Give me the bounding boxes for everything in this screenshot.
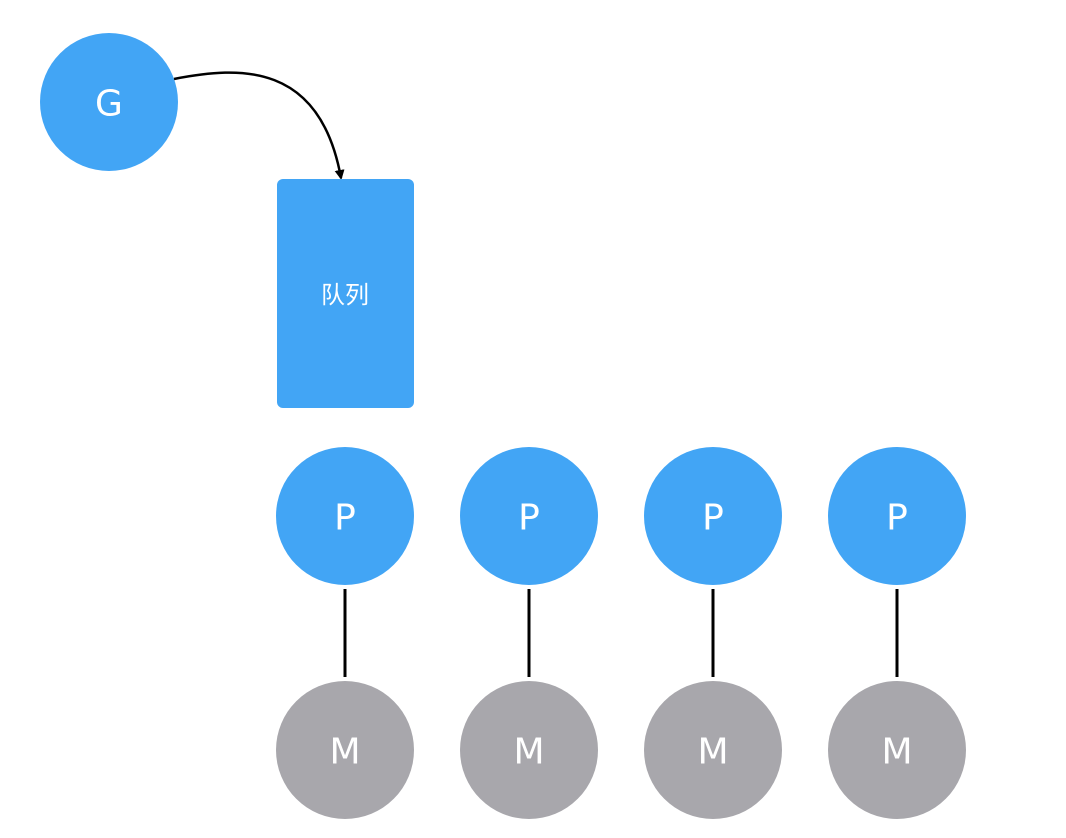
enqueue-arrow	[173, 71, 345, 180]
processor-label: P	[334, 498, 356, 539]
processor-node	[276, 447, 414, 585]
processor-node	[644, 447, 782, 585]
goroutine-label: G	[95, 84, 123, 125]
queue-label: 队列	[321, 281, 369, 309]
processor-node	[460, 447, 598, 585]
processor-label: P	[518, 498, 540, 539]
machine-label: M	[881, 732, 912, 773]
machine-node	[460, 681, 598, 819]
machine-node	[644, 681, 782, 819]
goroutine-node: G	[40, 33, 178, 171]
p-m-pair: P M	[828, 447, 966, 819]
processor-label: P	[702, 498, 724, 539]
machine-label: M	[329, 732, 360, 773]
p-m-pair: P M	[460, 447, 598, 819]
p-m-pair: P M	[644, 447, 782, 819]
processor-node	[828, 447, 966, 585]
queue-box: 队列	[277, 179, 414, 408]
machine-label: M	[697, 732, 728, 773]
machine-node	[276, 681, 414, 819]
p-m-pair: P M	[276, 447, 414, 819]
processor-label: P	[886, 498, 908, 539]
machine-label: M	[513, 732, 544, 773]
machine-node	[828, 681, 966, 819]
